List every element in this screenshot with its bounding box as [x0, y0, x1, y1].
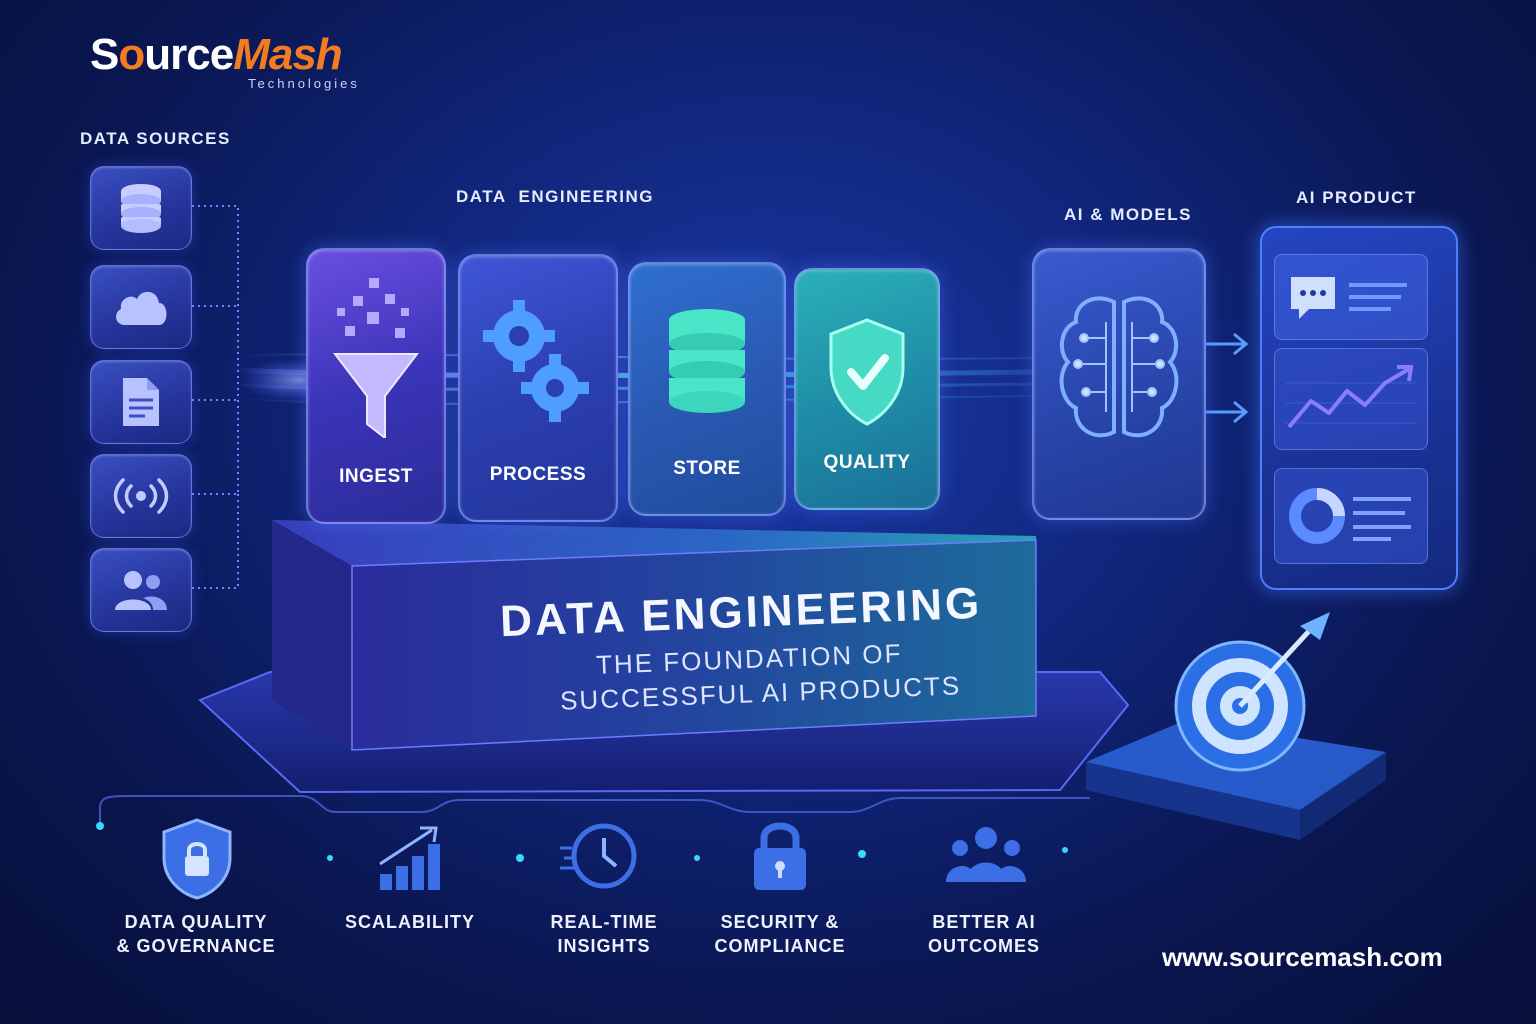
label-data-engineering: DATA ENGINEERING: [456, 187, 655, 206]
benefit-data-quality: DATA QUALITY& GOVERNANCE: [86, 818, 306, 968]
connector-dots: [96, 822, 1068, 862]
brand-name: SourceMash: [90, 30, 343, 79]
source-connectors: [192, 205, 239, 589]
document-icon: [123, 378, 159, 426]
pipeline-label: PROCESS: [489, 464, 587, 485]
brand-tagline: Technologies: [248, 76, 360, 91]
benefit-label: SECURITY &COMPLIANCE: [714, 912, 846, 956]
platform-side-face: [272, 520, 352, 750]
source-document: [90, 360, 192, 444]
product-arrows: [1200, 332, 1249, 424]
pipeline-card-process: PROCESS: [458, 254, 618, 522]
cloud-icon: [116, 291, 167, 325]
website-url[interactable]: www.sourcemash.com: [1162, 942, 1443, 972]
label-ai-product: AI PRODUCT: [1296, 188, 1417, 207]
pipeline-card-ingest: INGEST: [306, 248, 446, 524]
source-users: [90, 548, 192, 632]
brain-icon: [1059, 296, 1179, 438]
benefit-scalability: SCALABILITY: [300, 818, 520, 968]
pipeline-label: STORE: [673, 458, 741, 479]
gears-icon: [483, 300, 589, 422]
shield-check-icon: [829, 318, 905, 426]
lock-icon: [754, 822, 806, 890]
pipeline-card-quality: QUALITY: [794, 268, 940, 510]
chat-widget: [1274, 254, 1428, 340]
benefit-connector: [99, 795, 1090, 826]
database-icon: [669, 309, 745, 413]
funnel-icon: [332, 278, 420, 438]
source-signal: [90, 454, 192, 538]
signal-icon: [113, 478, 169, 514]
platform-front-face: [351, 539, 1037, 751]
chat-bubble-icon: [1291, 277, 1407, 319]
donut-chart-icon: [1289, 488, 1411, 544]
clock-icon: [560, 823, 637, 889]
benefit-label: SCALABILITY: [345, 912, 475, 932]
ai-product-panel: [1260, 226, 1458, 590]
brand-logo: SourceMash Technologies: [90, 30, 410, 100]
users-icon: [115, 571, 167, 610]
source-cloud: [90, 265, 192, 349]
ai-models-card: [1032, 248, 1206, 520]
pipeline-label: QUALITY: [823, 452, 911, 473]
target-pedestal-right: [1300, 752, 1386, 840]
label-data-sources: DATA SOURCES: [80, 129, 231, 148]
team-icon: [946, 827, 1026, 882]
pipeline-label: INGEST: [339, 466, 413, 487]
trend-line-icon: [1285, 365, 1417, 429]
benefit-label: DATA QUALITY& GOVERNANCE: [116, 912, 276, 956]
pipeline-card-store: STORE: [628, 262, 786, 516]
trend-chart-widget: [1274, 348, 1428, 450]
growth-bars-icon: [379, 826, 440, 890]
benefit-security: SECURITY &COMPLIANCE: [670, 818, 890, 968]
target-icon: [1174, 612, 1330, 772]
database-icon: [121, 184, 161, 233]
shield-lock-icon: [162, 818, 232, 900]
source-database: [90, 166, 192, 250]
target-pedestal-left: [1086, 762, 1300, 840]
label-ai-models: AI & MODELS: [1064, 205, 1192, 224]
donut-chart-widget: [1274, 468, 1428, 564]
